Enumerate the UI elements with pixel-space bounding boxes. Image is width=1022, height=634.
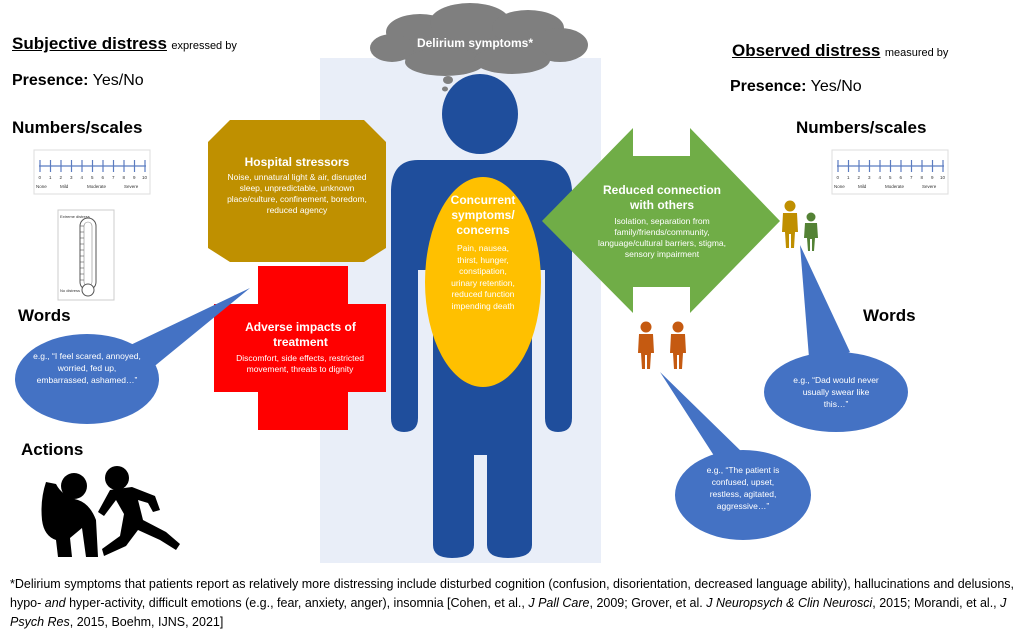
footnote-and: and <box>44 596 66 610</box>
right-scale-tick: 4 <box>879 175 882 180</box>
family-speech-bubble <box>764 245 908 432</box>
connection-body: Isolation, separation from family/friend… <box>597 216 727 259</box>
left-scale-tick: 10 <box>142 175 148 180</box>
left-actions-label: Actions <box>21 440 84 459</box>
right-title-text: Observed distress <box>732 41 881 60</box>
right-scale-tick: 0 <box>837 175 840 180</box>
right-scale-anchor: Mild <box>858 184 867 189</box>
running-person-icon <box>98 466 180 556</box>
connection-title: Reduced connection with others <box>602 183 721 212</box>
right-scale-tick: 1 <box>847 175 850 180</box>
footnote-journal-1: J Pall Care <box>528 596 590 610</box>
right-presence: Presence: Yes/No <box>730 78 862 96</box>
concurrent-title: Concurrent symptoms/ concerns <box>450 193 516 237</box>
left-scale-tick: 3 <box>70 175 73 180</box>
right-scale-tick: 2 <box>858 175 861 180</box>
left-words-label: Words <box>18 306 71 325</box>
right-presence-label: Presence: <box>730 78 807 95</box>
left-presence-value: Yes/No <box>92 72 144 89</box>
left-title-text: Subjective distress <box>12 34 167 53</box>
footnote-journal-2: J Neuropsych & Clin Neurosci <box>706 596 873 610</box>
left-scale-anchor: Moderate <box>87 184 107 189</box>
left-scale-anchor: Mild <box>60 184 69 189</box>
right-scale-tick: 3 <box>868 175 871 180</box>
right-title-suffix: measured by <box>884 47 949 59</box>
footnote-text-2: hyper-activity, difficult emotions (e.g.… <box>65 596 529 610</box>
hospital-stressors-box <box>208 120 386 262</box>
person-icon <box>804 212 818 251</box>
left-scale-tick: 8 <box>123 175 126 180</box>
left-scale-anchor: Severe <box>124 184 139 189</box>
staff-speech-bubble <box>660 372 811 540</box>
left-bubble-text: e.g., “I feel scared, annoyed, worried, … <box>33 351 141 385</box>
person-icon <box>670 321 686 369</box>
thermometer-top-label: Extreme distress <box>60 214 90 219</box>
right-scale-tick: 7 <box>910 175 913 180</box>
right-presence-value: Yes/No <box>810 78 862 95</box>
adverse-body: Discomfort, side effects, restricted mov… <box>236 353 364 374</box>
left-scale-tick: 0 <box>39 175 42 180</box>
footnote-text-1: *Delirium symptoms that patients report … <box>10 577 1015 610</box>
double-arrow-icon <box>542 128 780 313</box>
adverse-title: Adverse impacts of treatment <box>245 320 356 349</box>
left-title-suffix: expressed by <box>171 40 237 52</box>
left-scale-tick: 6 <box>102 175 105 180</box>
footnote-text-5: , 2015, Boehm, IJNS, 2021] <box>69 615 224 629</box>
right-scale-tick: 8 <box>921 175 924 180</box>
cloud-icon <box>370 3 588 92</box>
right-scale-tick: 9 <box>931 175 934 180</box>
left-presence-label: Presence: <box>12 72 89 89</box>
footnote-text-3: , 2009; Grover, et al. <box>589 596 707 610</box>
footnote-journal-3: J Psych Res <box>10 596 1007 629</box>
footnote-text-4: , 2015; Morandi, et al., <box>872 596 1001 610</box>
left-title: Subjective distress expressed by <box>12 34 237 54</box>
left-scale-anchor: None <box>36 184 47 189</box>
right-title: Observed distress measured by <box>732 41 948 61</box>
right-numeric-scale: 0 1 2 3 4 5 6 7 8 9 10 None Mild Moderat… <box>831 149 949 195</box>
left-scale-tick: 4 <box>81 175 84 180</box>
left-presence: Presence: Yes/No <box>12 72 144 90</box>
right-scale-anchor: Severe <box>922 184 937 189</box>
right-scale-tick: 6 <box>900 175 903 180</box>
thermometer-bottom-label: No distress <box>60 288 80 293</box>
right-scale-anchor: Moderate <box>885 184 905 189</box>
person-icon <box>782 200 798 248</box>
cloud-label: Delirium symptoms* <box>416 36 534 50</box>
left-speech-bubble <box>15 288 250 424</box>
staff-bubble-text: e.g., “The patient is confused, upset, r… <box>706 465 780 511</box>
thermometer-icon: Extreme distress No distress <box>57 209 115 301</box>
left-numeric-scale: 0 1 2 3 4 5 6 7 8 9 10 None Mild Moderat… <box>33 149 151 195</box>
left-scale-tick: 7 <box>112 175 115 180</box>
footnote: *Delirium symptoms that patients report … <box>10 575 1014 632</box>
right-numbers-label: Numbers/scales <box>796 118 927 137</box>
right-scale-tick: 10 <box>940 175 946 180</box>
person-icon <box>638 321 654 369</box>
left-scale-tick: 5 <box>91 175 94 180</box>
family-bubble-text: e.g., “Dad would never usually swear lik… <box>793 375 879 409</box>
concurrent-body: Pain, nausea, thirst, hunger, constipati… <box>451 243 515 311</box>
right-words-label: Words <box>863 306 916 325</box>
right-scale-anchor: None <box>834 184 845 189</box>
crouching-person-icon <box>41 473 98 557</box>
left-scale-tick: 2 <box>60 175 63 180</box>
hospital-title: Hospital stressors <box>244 155 350 169</box>
right-scale-tick: 5 <box>889 175 892 180</box>
medical-cross-icon <box>214 266 386 430</box>
left-numbers-label: Numbers/scales <box>12 118 143 137</box>
left-scale-tick: 1 <box>49 175 52 180</box>
concurrent-oval <box>425 177 541 387</box>
left-scale-tick: 9 <box>133 175 136 180</box>
hospital-body: Noise, unnatural light & air, disrupted … <box>227 172 367 215</box>
